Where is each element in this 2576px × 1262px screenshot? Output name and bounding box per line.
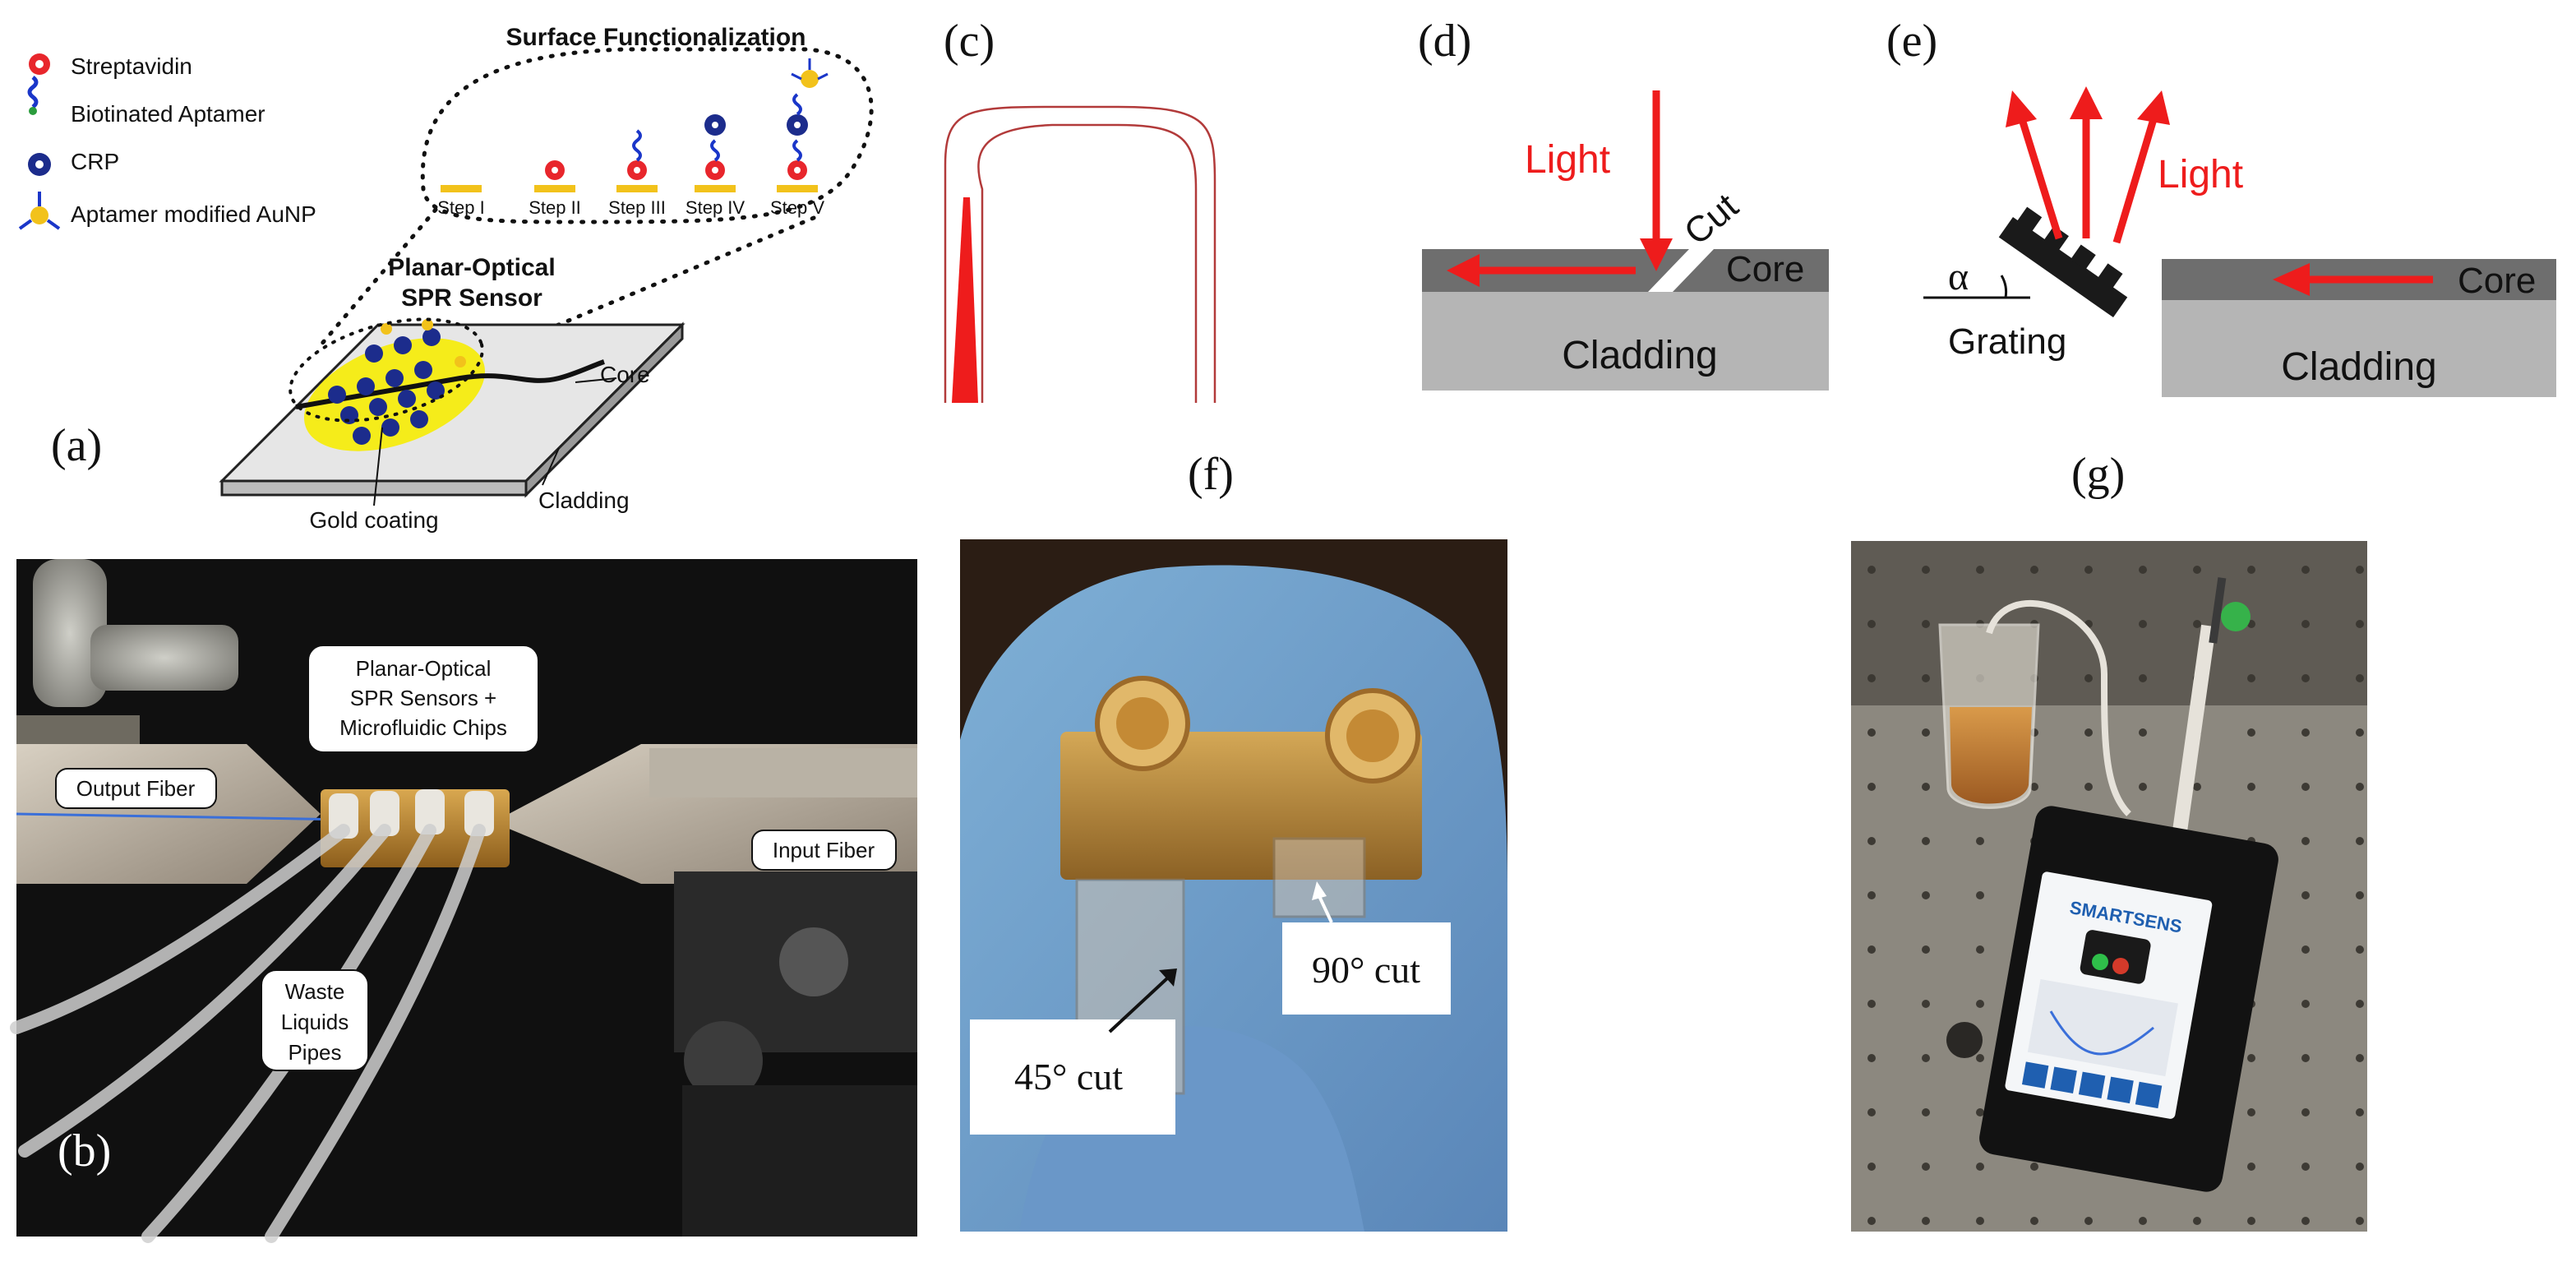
surface-functionalization-title: Surface Functionalization: [506, 24, 806, 51]
functionalization-steps: [441, 58, 829, 192]
light-label-e: Light: [2158, 153, 2243, 196]
light-label-d: Light: [1525, 138, 1610, 182]
aptamer-icon: [27, 76, 39, 115]
sensor-slab: [219, 317, 686, 498]
waste-label-line1: Waste: [285, 979, 345, 1004]
panel-a: Streptavidin Biotinated Aptamer CRP Apta…: [18, 24, 874, 533]
cladding-layer-e: [2162, 300, 2556, 397]
core-label-e: Core: [2458, 261, 2536, 301]
panel-label-d: (d): [1418, 16, 1471, 67]
waveguide-inner: [977, 123, 1198, 403]
step-1-label: Step I: [437, 197, 484, 218]
sensor-cladding-label: Cladding: [538, 488, 630, 513]
light-beam: [952, 197, 978, 403]
functionalization-bubble: [420, 47, 874, 224]
chips-label-line3: Microfluidic Chips: [339, 715, 507, 740]
cut-45-label: 45° cut: [1014, 1056, 1123, 1098]
step-3-label: Step III: [608, 197, 666, 218]
step-4-label: Step IV: [686, 197, 745, 218]
panel-f: (f) 90° cut 45° cut: [960, 449, 1507, 1232]
aunp-icon: [18, 192, 61, 230]
panel-label-b: (b): [58, 1126, 111, 1176]
cladding-label-d: Cladding: [1562, 334, 1717, 377]
output-fiber-label: Output Fiber: [76, 776, 196, 801]
step-2-label: Step II: [529, 197, 581, 218]
sensor-title-line2: SPR Sensor: [401, 284, 542, 312]
panel-c: (c): [944, 16, 1216, 403]
cut-label: Cut: [1677, 186, 1746, 253]
waste-label-line2: Liquids: [281, 1010, 349, 1034]
cut-slot: [1648, 249, 1714, 292]
sensor-core-label: Core: [600, 362, 650, 387]
panel-label-a: (a): [51, 420, 102, 471]
panel-b: Planar-Optical SPR Sensors + Microfluidi…: [10, 559, 917, 1243]
sensor-title-line1: Planar-Optical: [388, 254, 555, 281]
panel-label-g: (g): [2071, 449, 2125, 500]
cladding-label-e: Cladding: [2281, 345, 2436, 389]
streptavidin-icon: [29, 53, 50, 75]
legend-streptavidin: Streptavidin: [71, 53, 192, 79]
panel-label-f: (f): [1188, 449, 1234, 500]
panel-d: (d) Light Cut Core Cladding: [1418, 16, 1829, 391]
waveguide-outer: [944, 105, 1216, 403]
alpha-label: α: [1948, 255, 1969, 298]
crp-icon: [28, 153, 51, 176]
cladding-layer-d: [1422, 292, 1829, 391]
panel-g: (g) SMARTSENS: [1851, 449, 2367, 1232]
step-5-label: Step V: [770, 197, 824, 218]
chips-label-line1: Planar-Optical: [356, 656, 492, 681]
input-fiber-label: Input Fiber: [773, 838, 875, 862]
cut-90-label: 90° cut: [1312, 949, 1420, 991]
core-label-d: Core: [1726, 249, 1804, 289]
panel-label-c: (c): [944, 16, 995, 67]
legend-aunp: Aptamer modified AuNP: [71, 201, 316, 227]
panel-label-e: (e): [1886, 16, 1937, 67]
waste-label-line3: Pipes: [288, 1040, 341, 1065]
legend-crp: CRP: [71, 149, 119, 174]
chips-label-line2: SPR Sensors +: [350, 686, 496, 710]
grating-label: Grating: [1948, 321, 2066, 362]
legend: Streptavidin Biotinated Aptamer CRP Apta…: [18, 53, 316, 230]
legend-aptamer: Biotinated Aptamer: [71, 101, 265, 127]
gold-coating-label: Gold coating: [309, 507, 438, 533]
grating-element: [1998, 206, 2128, 318]
panel-e: (e) Core Cladding α Grating Light: [1886, 16, 2556, 397]
